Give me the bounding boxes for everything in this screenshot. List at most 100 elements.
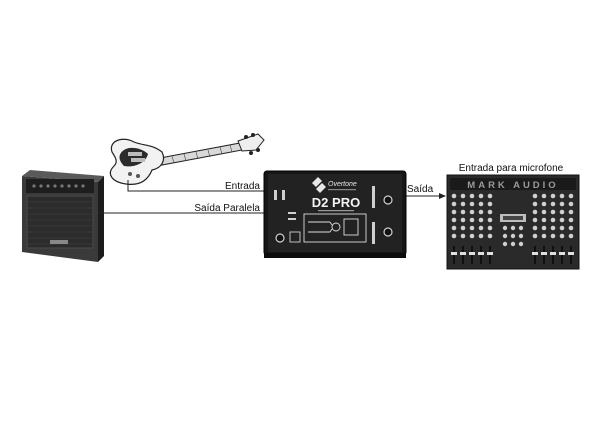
mixer-knob: [469, 225, 475, 231]
mixer-knob: [550, 201, 556, 207]
mixer-brand: MARK AUDIO: [467, 180, 558, 191]
mixer-knob: [559, 209, 565, 215]
mixer-knob: [460, 209, 466, 215]
mixer-knob: [541, 217, 547, 223]
mixer-knob: [478, 225, 484, 231]
mixer-master-knob: [518, 225, 524, 231]
brand-name: Overtone: [328, 181, 357, 188]
mixer-knob: [541, 233, 547, 239]
mixer-knob: [532, 193, 538, 199]
mixer-knob: [451, 201, 457, 207]
mixer-knob: [541, 201, 547, 207]
mixer-knob: [451, 209, 457, 215]
mixer-knob: [568, 217, 574, 223]
di-box: Overtone D2 PRO: [263, 170, 407, 258]
model-name: D2 PRO: [312, 195, 360, 210]
mixer-knob: [487, 217, 493, 223]
output-jack-icon: [383, 195, 393, 205]
mixer-knob: [532, 217, 538, 223]
output-label: Saída: [407, 184, 434, 195]
guitar-amplifier: [22, 170, 104, 262]
mixer-knob: [451, 233, 457, 239]
mixer-knob: [469, 217, 475, 223]
mixer-fader-cap: [541, 252, 547, 255]
mixer-master-knob: [518, 241, 524, 247]
mic-input-label: Entrada para microfone: [459, 163, 564, 174]
ground-switch-icon: [383, 227, 393, 237]
mixer-knob: [487, 193, 493, 199]
mixer-knob: [532, 233, 538, 239]
mixer-master-knob: [510, 241, 516, 247]
mixer-knob: [559, 225, 565, 231]
mixer-knob: [460, 201, 466, 207]
mixer-knob: [559, 233, 565, 239]
input-label: Entrada: [225, 181, 260, 192]
output-arrow-icon: [439, 193, 446, 199]
mixer-knob: [568, 201, 574, 207]
mixer-knob: [451, 225, 457, 231]
mixer-fader-cap: [568, 252, 574, 255]
mixer-knob: [478, 193, 484, 199]
parallel-output-label: Saída Paralela: [194, 203, 260, 214]
mixer-knob: [460, 225, 466, 231]
mixer-knob: [469, 193, 475, 199]
mixer-channel-strips: [451, 193, 574, 264]
mixer-knob: [550, 233, 556, 239]
mixer-master-knob: [502, 241, 508, 247]
mixer-master-knob: [510, 233, 516, 239]
mixer-knob: [532, 225, 538, 231]
mixer-knob: [478, 209, 484, 215]
mixer-knob: [532, 201, 538, 207]
mixer-knob: [451, 217, 457, 223]
mixer-fader-cap: [487, 252, 493, 255]
mixer-knob: [487, 201, 493, 207]
mixer-knob: [550, 193, 556, 199]
mixer-knob: [532, 209, 538, 215]
mixer-knob: [541, 225, 547, 231]
mixer-knob: [487, 225, 493, 231]
mixer-knob: [568, 193, 574, 199]
mixer-knob: [478, 217, 484, 223]
mixer-master-knob: [518, 233, 524, 239]
mixer-knob: [568, 233, 574, 239]
mixer-knob: [559, 193, 565, 199]
mixer-fader-cap: [532, 252, 538, 255]
mixer-master-knob: [502, 225, 508, 231]
input-cable: [127, 180, 266, 192]
mixer-knob: [478, 201, 484, 207]
mixer-master-knob: [510, 225, 516, 231]
mixer-knob: [568, 225, 574, 231]
mixer-master-knob: [502, 233, 508, 239]
mixer-fader-cap: [478, 252, 484, 255]
mixer-knob: [550, 217, 556, 223]
mixer-knob: [568, 209, 574, 215]
mixer-knob: [550, 209, 556, 215]
mixer-knob: [469, 209, 475, 215]
mixer-knob: [487, 209, 493, 215]
mixer-fader-cap: [550, 252, 556, 255]
circuit-schematic-icon: [303, 213, 367, 243]
mixer-knob: [451, 193, 457, 199]
mixer-knob: [541, 193, 547, 199]
mixer-knob: [469, 233, 475, 239]
mixer-knob: [559, 217, 565, 223]
mixer-knob: [487, 233, 493, 239]
input-jack-icon: [275, 233, 285, 243]
mixer-fader-cap: [559, 252, 565, 255]
brand-logo: Overtone: [312, 177, 357, 193]
mixer-fader-cap: [451, 252, 457, 255]
mixer-knob: [541, 209, 547, 215]
left-panel-marks: [274, 190, 296, 220]
mixer-knob: [460, 217, 466, 223]
mixer-fader-cap: [469, 252, 475, 255]
mixer-knob: [460, 233, 466, 239]
right-panel-marks: [372, 186, 375, 244]
mixer-knob: [460, 193, 466, 199]
mixer-knob: [550, 225, 556, 231]
mixer-fader-cap: [460, 252, 466, 255]
electric-guitar: [109, 133, 265, 185]
mixer-knob: [469, 201, 475, 207]
mixer-knob: [478, 233, 484, 239]
cables: [98, 180, 443, 214]
